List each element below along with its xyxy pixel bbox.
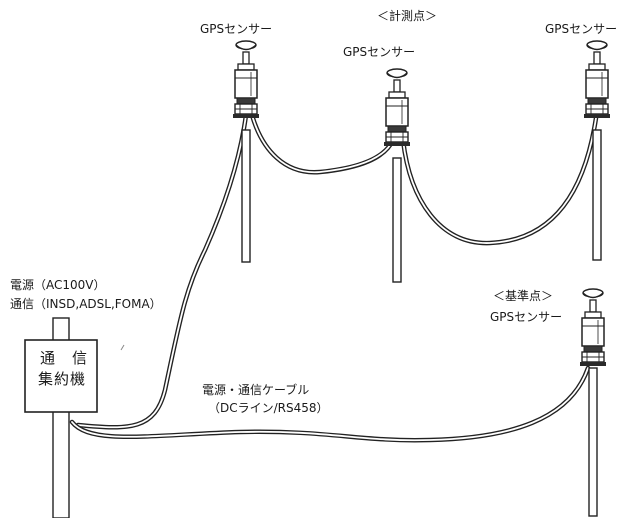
comm-hub-box [24, 339, 98, 413]
pole-base-sensor [588, 367, 598, 517]
stray-mark [120, 344, 125, 351]
pole-sensor-1 [241, 129, 251, 263]
gps-sensor-3 [583, 40, 611, 119]
pole-sensor-3 [592, 129, 602, 261]
sensor-base-label: GPSセンサー [490, 310, 563, 324]
cable-label-line2: （DCライン/RS458） [208, 401, 329, 415]
cables [69, 112, 599, 443]
sensor-2-label: GPSセンサー [343, 45, 416, 59]
sensor-3-label: GPSセンサー [545, 22, 618, 36]
cable-label-line1: 電源・通信ケーブル [202, 383, 310, 397]
measurement-points-label: ＜計測点＞ [377, 9, 438, 23]
pole-sensor-2 [392, 157, 402, 283]
gps-sensor-base [579, 288, 607, 367]
cable-sensor-1-to-2 [249, 112, 396, 175]
cable-hub-to-sensor-1 [75, 112, 249, 430]
power-line-label: 電源（AC100V） [10, 278, 106, 292]
comm-line-label: 通信（INSD,ADSL,FOMA） [10, 297, 162, 311]
poles [52, 129, 602, 518]
base-point-label: ＜基準点＞ [493, 289, 554, 303]
cable-sensor-2-to-3 [400, 115, 599, 246]
sensor-1-label: GPSセンサー [200, 22, 273, 36]
gps-sensor-2 [383, 68, 411, 147]
gps-sensor-1 [232, 40, 260, 119]
hub-box-line2: 集約機 [38, 370, 87, 388]
hub-box-line1: 通 信 [40, 349, 89, 367]
